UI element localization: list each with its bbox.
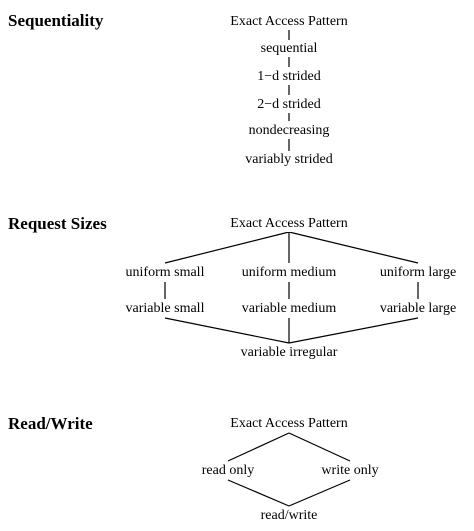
rw-node-exact-access-pattern: Exact Access Pattern <box>229 415 349 432</box>
req-node-variable-small: variable small <box>124 300 206 317</box>
edge-rw-read-readwrite <box>227 479 290 507</box>
rw-node-write-only: write only <box>320 462 380 479</box>
req-node-uniform-medium: uniform medium <box>240 264 338 281</box>
req-node-uniform-small: uniform small <box>124 264 206 281</box>
seq-node-variably-strided: variably strided <box>244 151 334 168</box>
read-write-title: Read/Write <box>8 414 93 433</box>
edge-req-vlarge-virregular <box>288 317 419 344</box>
edge-rw-root-read <box>227 432 290 462</box>
rw-node-read-only: read only <box>200 462 256 479</box>
seq-node-exact-access-pattern: Exact Access Pattern <box>229 13 349 30</box>
req-node-variable-irregular: variable irregular <box>239 344 339 361</box>
seq-node-2d-strided: 2−d strided <box>256 96 322 113</box>
edge-req-vsmall-virregular <box>164 317 290 344</box>
seq-node-sequential: sequential <box>259 40 319 57</box>
edge-rw-root-write <box>288 432 351 462</box>
edge-req-root-usmall <box>164 231 290 264</box>
seq-node-1d-strided: 1−d strided <box>256 68 322 85</box>
edge-rw-write-readwrite <box>288 479 351 507</box>
req-node-variable-medium: variable medium <box>240 300 338 317</box>
request-sizes-title: Request Sizes <box>8 214 107 233</box>
req-node-variable-large: variable large <box>378 300 458 317</box>
sequentiality-title: Sequentiality <box>8 11 104 30</box>
req-node-exact-access-pattern: Exact Access Pattern <box>229 215 349 232</box>
rw-node-read-write: read/write <box>259 507 319 524</box>
seq-node-nondecreasing: nondecreasing <box>247 122 331 139</box>
req-node-uniform-large: uniform large <box>378 264 458 281</box>
edge-req-root-ularge <box>288 231 419 264</box>
